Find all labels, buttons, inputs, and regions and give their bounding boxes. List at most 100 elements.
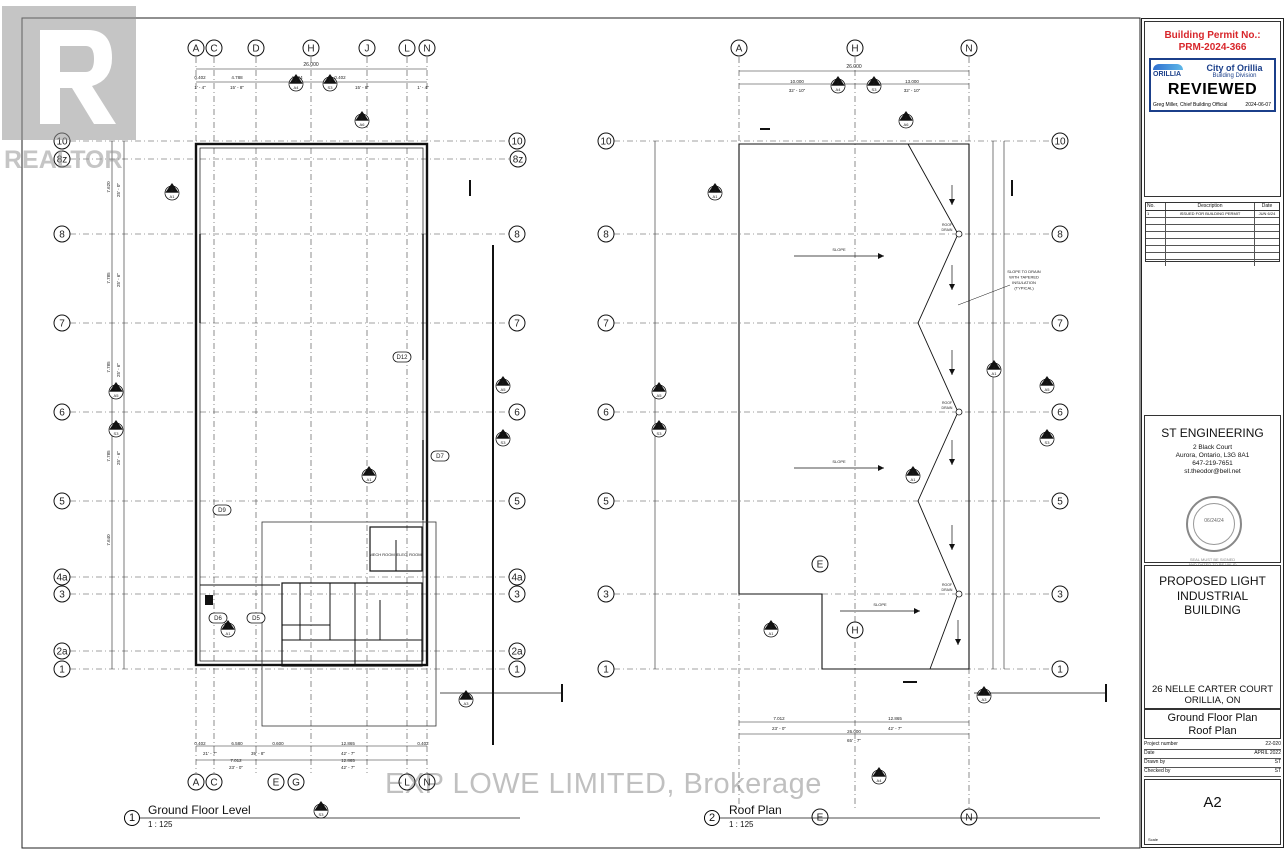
gf-dim-bottom-text: 0.402 bbox=[417, 741, 429, 746]
gf-door-label: D5 bbox=[252, 616, 260, 622]
gf-section-a4-arrow bbox=[289, 74, 303, 84]
stamp-signed: Greg Miller, Chief Building Official bbox=[1153, 102, 1228, 108]
realtor-r-logo-icon: REALTOR bbox=[2, 6, 136, 174]
gf-grid-right-circle bbox=[508, 314, 526, 332]
project-title-1: PROPOSED LIGHT bbox=[1159, 574, 1266, 588]
roof-section-bottom-tag: A4 bbox=[877, 778, 883, 783]
gf-dim-left-imperial: 25' - 6" bbox=[116, 451, 121, 465]
gf-dim-bottom-imperial: 21' - 7" bbox=[203, 751, 217, 756]
roof-section-s3-right-arrow bbox=[1040, 429, 1054, 439]
project-panel: PROPOSED LIGHT INDUSTRIAL BUILDING 26 NE… bbox=[1144, 565, 1281, 709]
project-title: PROPOSED LIGHT INDUSTRIAL BUILDING bbox=[1145, 574, 1280, 618]
roof-drain-icon bbox=[955, 230, 963, 238]
roof-section-a3-tag: A3 bbox=[982, 697, 988, 702]
permit-heading: Building Permit No.: PRM-2024-366 bbox=[1145, 30, 1280, 54]
roof-grid-left-label: 10 bbox=[600, 137, 612, 148]
gf-door-tag bbox=[246, 612, 266, 624]
project-address-1: 26 NELLE CARTER COURT bbox=[1151, 684, 1274, 695]
roof-grid-left-circle bbox=[597, 403, 615, 421]
view-title-roof: Roof Plan bbox=[729, 803, 782, 817]
gf-interior-wall-line bbox=[199, 147, 424, 662]
view-number-2: 2 bbox=[704, 810, 720, 826]
gf-section-a1-arrow bbox=[165, 183, 179, 193]
gf-section-s3-right-num: 2 bbox=[502, 433, 505, 438]
gf-grid-top-label: H bbox=[307, 44, 314, 55]
gf-door-label: D12 bbox=[396, 355, 408, 361]
gf-grid-right-label: 7 bbox=[514, 319, 520, 330]
gf-section-a4-num: 2 bbox=[295, 78, 298, 83]
roof-slope-arrowhead bbox=[878, 253, 884, 259]
gf-section-a5-left-num: 1 bbox=[115, 386, 118, 391]
sheet-titles: Ground Floor Plan Roof Plan bbox=[1145, 712, 1280, 737]
roof-drain-label: DRAIN bbox=[942, 228, 953, 232]
gf-section-mid-arrow bbox=[362, 466, 376, 476]
roof-note-leader bbox=[957, 284, 1011, 306]
gf-office-outline bbox=[261, 521, 437, 727]
gf-grid-bottom-circle bbox=[205, 773, 223, 791]
gf-grid-right-circle bbox=[508, 403, 526, 421]
roof-dim-bottom-text: 12.865 bbox=[888, 716, 902, 721]
gf-section-s3-num: 2 bbox=[329, 78, 332, 83]
gf-grid-left-circle bbox=[53, 642, 71, 660]
stamp-division: Building Division bbox=[1212, 73, 1257, 79]
gf-grid-left-circle bbox=[53, 225, 71, 243]
gf-section-a1-num: 1 bbox=[171, 187, 174, 192]
roof-section-top-arrow bbox=[899, 111, 913, 121]
roof-section-mid-arrow bbox=[906, 466, 920, 476]
gf-section-top-num: 2 bbox=[361, 115, 364, 120]
gf-grid-left-label: 8 bbox=[59, 230, 65, 241]
gf-section-a5-left-tag: A5 bbox=[114, 393, 120, 398]
roof-section-a1-tag: A1 bbox=[713, 194, 719, 199]
gf-grid-left-circle bbox=[53, 568, 71, 586]
title-block: Building Permit No.: PRM-2024-366 ORILLI… bbox=[1141, 18, 1284, 848]
gf-dim-top-imperial: 15' - 8" bbox=[230, 85, 244, 90]
gf-section-s3-left-arrow bbox=[109, 420, 123, 430]
roof-mark-h-circle bbox=[846, 621, 864, 639]
roof-section-a5-num: 1 bbox=[658, 386, 661, 391]
roof-section-top-num: 2 bbox=[905, 115, 908, 120]
gf-grid-top-circle bbox=[302, 39, 320, 57]
roof-grid-left-label: 8 bbox=[603, 230, 609, 241]
gf-grid-left-label: 4a bbox=[56, 573, 68, 584]
roof-grid-bottom-circle bbox=[811, 808, 829, 826]
roof-grid-right-circle bbox=[1051, 403, 1069, 421]
firm-address-1: 2 Black Court bbox=[1192, 444, 1233, 451]
rev-header-desc: Description bbox=[1166, 203, 1255, 210]
gf-grid-bottom-circle bbox=[418, 773, 436, 791]
project-title-2: INDUSTRIAL bbox=[1176, 588, 1249, 603]
gf-grid-top-label: N bbox=[423, 44, 430, 55]
roof-section-s3-right-tag: S3 bbox=[1045, 440, 1051, 445]
roof-section-s3-tag: S3 bbox=[872, 87, 878, 92]
gf-section-s3-right-arrow bbox=[496, 429, 510, 439]
revision-row-empty bbox=[1146, 218, 1279, 225]
gf-section-s3-arrow bbox=[323, 74, 337, 84]
project-address: 26 NELLE CARTER COURT ORILLIA, ON bbox=[1145, 684, 1280, 706]
gf-section-a5-right-arrow bbox=[496, 376, 510, 386]
sheet-title-2: Roof Plan bbox=[1188, 724, 1237, 737]
gf-section-top-tag: A6 bbox=[360, 122, 366, 127]
project-title-3: BUILDING bbox=[1184, 603, 1241, 617]
gf-grid-bottom-label: A bbox=[193, 778, 200, 789]
roof-grid-right-label: 6 bbox=[1057, 408, 1063, 419]
roof-section-lower-arrow bbox=[764, 620, 778, 630]
seal-date: 06/24/24 bbox=[1204, 518, 1224, 524]
rev-no: 1 bbox=[1146, 211, 1166, 217]
roof-grid-left-label: 3 bbox=[603, 590, 609, 601]
roof-slope-label: SLOPE bbox=[832, 459, 846, 464]
roof-grid-right-label: 8 bbox=[1057, 230, 1063, 241]
gf-equipment bbox=[205, 595, 213, 605]
roof-grid-left-circle bbox=[597, 660, 615, 678]
gf-grid-top-label: J bbox=[365, 44, 370, 55]
roof-grid-top-label: A bbox=[736, 44, 743, 55]
roof-note-line: WITH TAPERED bbox=[1009, 275, 1039, 280]
roof-drain-icon bbox=[955, 408, 963, 416]
roof-drain-label: ROOF bbox=[942, 401, 952, 405]
gf-grid-left-circle bbox=[53, 314, 71, 332]
gf-room-mech: MECH ROOM bbox=[369, 552, 394, 557]
gf-dim-left-text: 7.640 bbox=[106, 534, 111, 546]
gf-grid-top-label: A bbox=[193, 44, 200, 55]
roof-slope-vertical-head bbox=[949, 284, 955, 290]
